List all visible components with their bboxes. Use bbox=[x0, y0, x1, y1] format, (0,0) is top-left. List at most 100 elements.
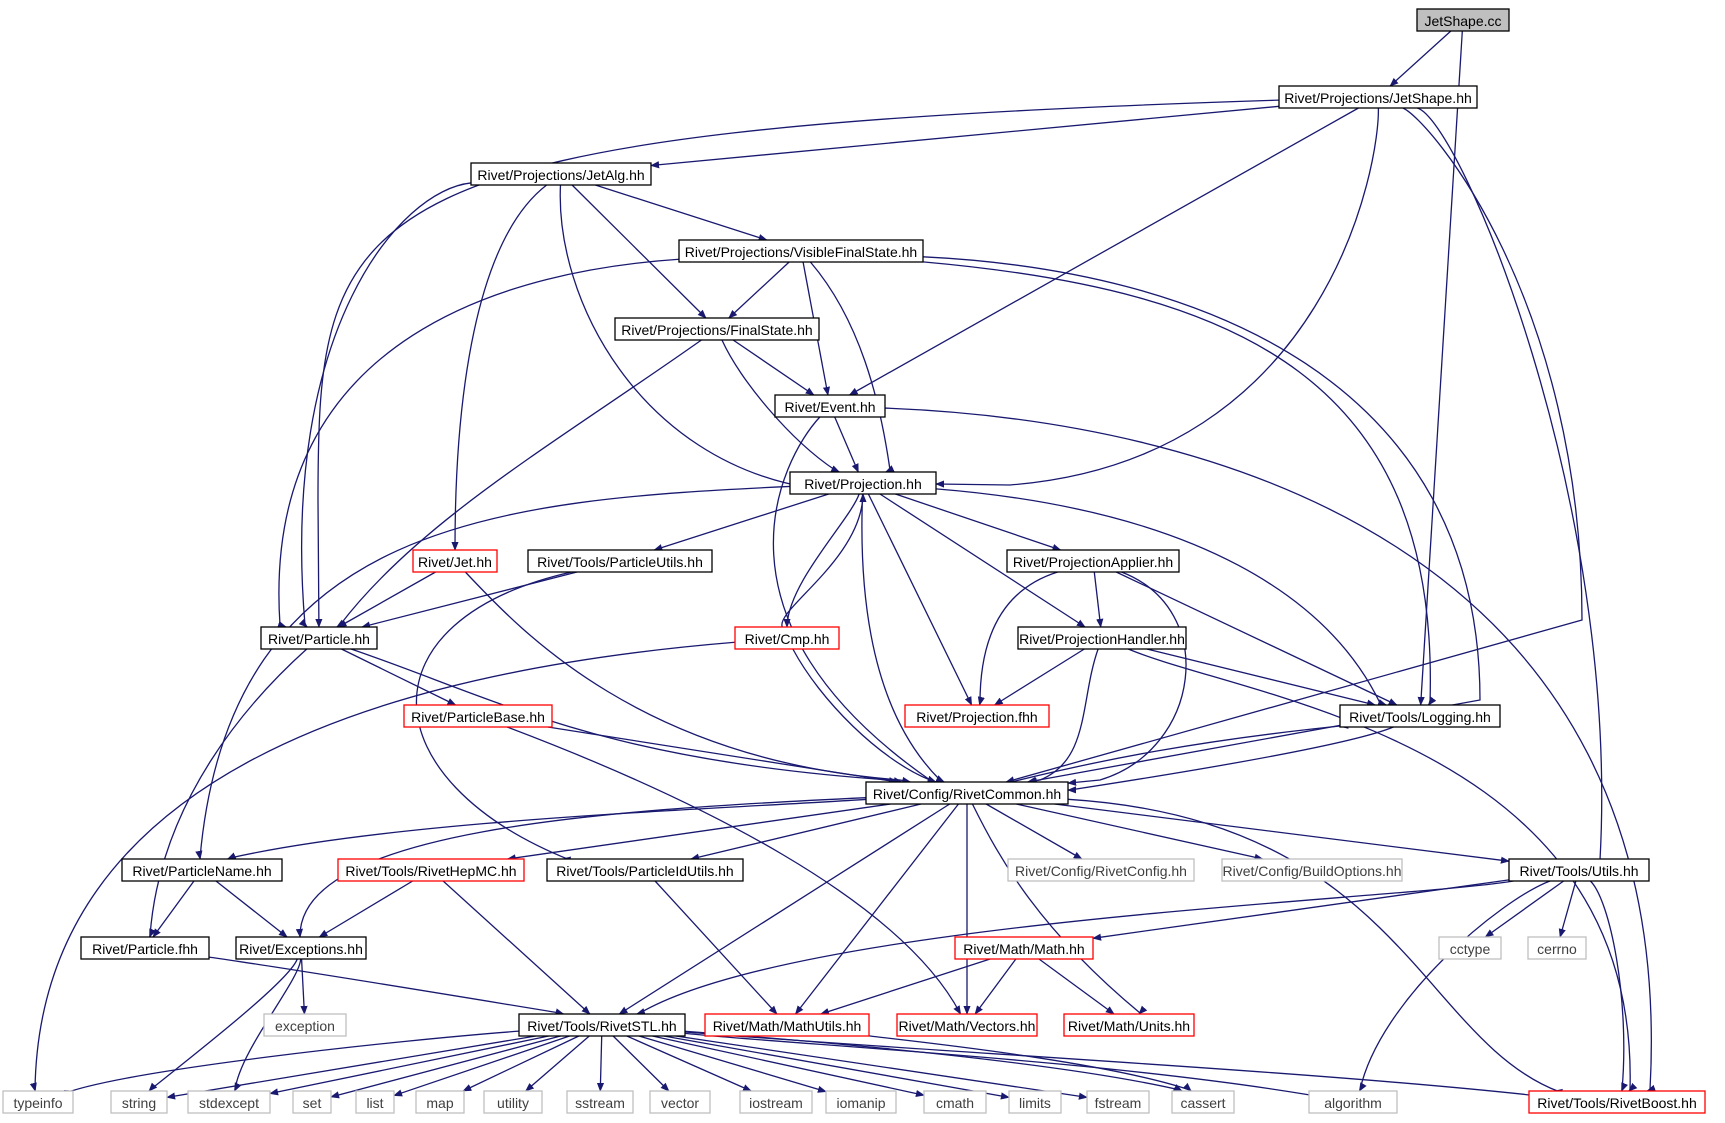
node-label: cctype bbox=[1450, 941, 1491, 957]
node-box bbox=[739, 1090, 813, 1114]
node-label: Rivet/Projections/FinalState.hh bbox=[621, 322, 812, 338]
node-rivethepmc[interactable]: Rivet/Tools/RivetHepMC.hh bbox=[337, 858, 525, 882]
node-label: Rivet/ProjectionHandler.hh bbox=[1019, 631, 1185, 647]
edge-rivetstl-to-sstream bbox=[596, 1035, 605, 1092]
edge-particleidutils-to-mathutils bbox=[654, 880, 778, 1015]
node-label: limits bbox=[1019, 1095, 1051, 1111]
edge-rivetstl-to-rivetboost bbox=[684, 1031, 1538, 1100]
node-box bbox=[1416, 8, 1510, 32]
node-event[interactable]: Rivet/Event.hh bbox=[774, 394, 886, 418]
node-label: Rivet/Tools/RivetSTL.hh bbox=[527, 1018, 676, 1034]
node-label: vector bbox=[661, 1095, 699, 1111]
node-utils[interactable]: Rivet/Tools/Utils.hh bbox=[1508, 858, 1650, 882]
node-projjetshape[interactable]: Rivet/Projections/JetShape.hh bbox=[1278, 85, 1478, 109]
edge-particleutils-to-particle bbox=[361, 571, 578, 629]
node-projfhh[interactable]: Rivet/Projection.fhh bbox=[904, 704, 1050, 728]
edge-projapplier-to-projhandler bbox=[1093, 571, 1104, 628]
node-logging[interactable]: Rivet/Tools/Logging.hh bbox=[1339, 704, 1501, 728]
node-buildoptions: Rivet/Config/BuildOptions.hh bbox=[1221, 858, 1403, 882]
node-set: set bbox=[292, 1090, 332, 1114]
edge-projapplier-to-projfhh bbox=[977, 571, 1058, 706]
edge-exceptions-to-exception bbox=[300, 958, 308, 1015]
node-iostream: iostream bbox=[739, 1090, 813, 1114]
node-label: Rivet/Projections/JetAlg.hh bbox=[477, 167, 644, 183]
node-particleutils[interactable]: Rivet/Tools/ParticleUtils.hh bbox=[527, 549, 713, 573]
node-particlebase[interactable]: Rivet/ParticleBase.hh bbox=[403, 704, 553, 728]
edge-rivetstl-to-map bbox=[462, 1035, 580, 1092]
node-exception: exception bbox=[263, 1013, 347, 1037]
edge-rivetstl-to-vector bbox=[612, 1035, 670, 1092]
node-mathh[interactable]: Rivet/Math/Math.hh bbox=[954, 936, 1094, 960]
edge-jetalg-to-projection bbox=[559, 184, 811, 493]
node-box bbox=[470, 162, 652, 186]
node-finalstate[interactable]: Rivet/Projections/FinalState.hh bbox=[614, 317, 820, 341]
node-particleidutils[interactable]: Rivet/Tools/ParticleIdUtils.hh bbox=[546, 858, 744, 882]
node-rivetboost[interactable]: Rivet/Tools/RivetBoost.hh bbox=[1528, 1090, 1706, 1114]
node-projapplier[interactable]: Rivet/ProjectionApplier.hh bbox=[1006, 549, 1180, 573]
node-units[interactable]: Rivet/Math/Units.hh bbox=[1063, 1013, 1195, 1037]
node-list: list bbox=[355, 1090, 395, 1114]
edge-logging-to-rivetcommon bbox=[1067, 726, 1394, 794]
node-particlefhh[interactable]: Rivet/Particle.fhh bbox=[80, 936, 210, 960]
node-box bbox=[292, 1090, 332, 1114]
node-box bbox=[415, 1090, 465, 1114]
node-vector: vector bbox=[649, 1090, 711, 1114]
node-vectors[interactable]: Rivet/Math/Vectors.hh bbox=[896, 1013, 1038, 1037]
node-box bbox=[337, 858, 525, 882]
node-label: Rivet/ParticleBase.hh bbox=[411, 709, 545, 725]
node-label: fstream bbox=[1095, 1095, 1142, 1111]
node-particlename[interactable]: Rivet/ParticleName.hh bbox=[121, 858, 283, 882]
node-label: Rivet/ProjectionApplier.hh bbox=[1013, 554, 1173, 570]
edge-projjetshape-to-jetalg bbox=[650, 105, 1280, 169]
edge-projhandler-to-logging bbox=[1146, 648, 1377, 707]
node-box bbox=[1086, 1090, 1150, 1114]
node-label: JetShape.cc bbox=[1424, 13, 1501, 29]
node-box bbox=[1508, 858, 1650, 882]
node-vfs[interactable]: Rivet/Projections/VisibleFinalState.hh bbox=[678, 239, 924, 263]
edge-utils-to-cerrno bbox=[1558, 880, 1577, 938]
node-box bbox=[1221, 858, 1403, 882]
node-exceptions[interactable]: Rivet/Exceptions.hh bbox=[235, 936, 367, 960]
node-label: Rivet/Projections/VisibleFinalState.hh bbox=[685, 244, 917, 260]
node-box bbox=[235, 936, 367, 960]
edge-rivetstl-to-algorithm bbox=[684, 1032, 1318, 1100]
node-box bbox=[566, 1090, 634, 1114]
node-box bbox=[1278, 85, 1478, 109]
node-typeinfo: typeinfo bbox=[2, 1090, 74, 1114]
edge-projjetshape-to-event bbox=[848, 107, 1359, 396]
edge-jetalg-to-jet bbox=[451, 184, 548, 551]
edge-rivetcommon-to-rivetconfig bbox=[985, 803, 1083, 860]
node-box bbox=[614, 317, 820, 341]
node-label: Rivet/Tools/ParticleIdUtils.hh bbox=[556, 863, 733, 879]
edge-projapplier-to-logging bbox=[1115, 571, 1398, 706]
edge-rivetstl-to-string bbox=[166, 1035, 536, 1100]
node-label: iostream bbox=[749, 1095, 803, 1111]
node-jetshape-cc[interactable]: JetShape.cc bbox=[1416, 8, 1510, 32]
edge-projjetshape-to-rivetcommon bbox=[1005, 107, 1583, 784]
node-projection[interactable]: Rivet/Projection.hh bbox=[789, 471, 937, 495]
node-projhandler[interactable]: Rivet/ProjectionHandler.hh bbox=[1017, 626, 1187, 650]
node-box bbox=[2, 1090, 74, 1114]
node-jetalg[interactable]: Rivet/Projections/JetAlg.hh bbox=[470, 162, 652, 186]
node-rivetstl[interactable]: Rivet/Tools/RivetSTL.hh bbox=[518, 1013, 686, 1037]
node-label: iomanip bbox=[836, 1095, 885, 1111]
edge-projection-to-particleutils bbox=[653, 493, 829, 551]
node-jet[interactable]: Rivet/Jet.hh bbox=[412, 549, 498, 573]
node-particle[interactable]: Rivet/Particle.hh bbox=[260, 626, 378, 650]
node-cmp[interactable]: Rivet/Cmp.hh bbox=[734, 626, 840, 650]
node-iomanip: iomanip bbox=[825, 1090, 897, 1114]
node-label: Rivet/Projections/JetShape.hh bbox=[1284, 90, 1472, 106]
node-label: Rivet/Math/MathUtils.hh bbox=[713, 1018, 862, 1034]
node-box bbox=[260, 626, 378, 650]
node-mathutils[interactable]: Rivet/Math/MathUtils.hh bbox=[704, 1013, 870, 1037]
edge-projection-to-projfhh bbox=[867, 493, 973, 706]
edge-event-to-rivetboost bbox=[884, 407, 1657, 1092]
edge-particlename-to-particlefhh bbox=[152, 880, 195, 938]
node-utility: utility bbox=[483, 1090, 543, 1114]
edges-layer bbox=[29, 30, 1657, 1100]
node-rivetcommon[interactable]: Rivet/Config/RivetCommon.hh bbox=[865, 781, 1069, 805]
node-label: cerrno bbox=[1537, 941, 1577, 957]
edge-projection-to-rivetcommon bbox=[861, 493, 945, 783]
node-box bbox=[412, 549, 498, 573]
